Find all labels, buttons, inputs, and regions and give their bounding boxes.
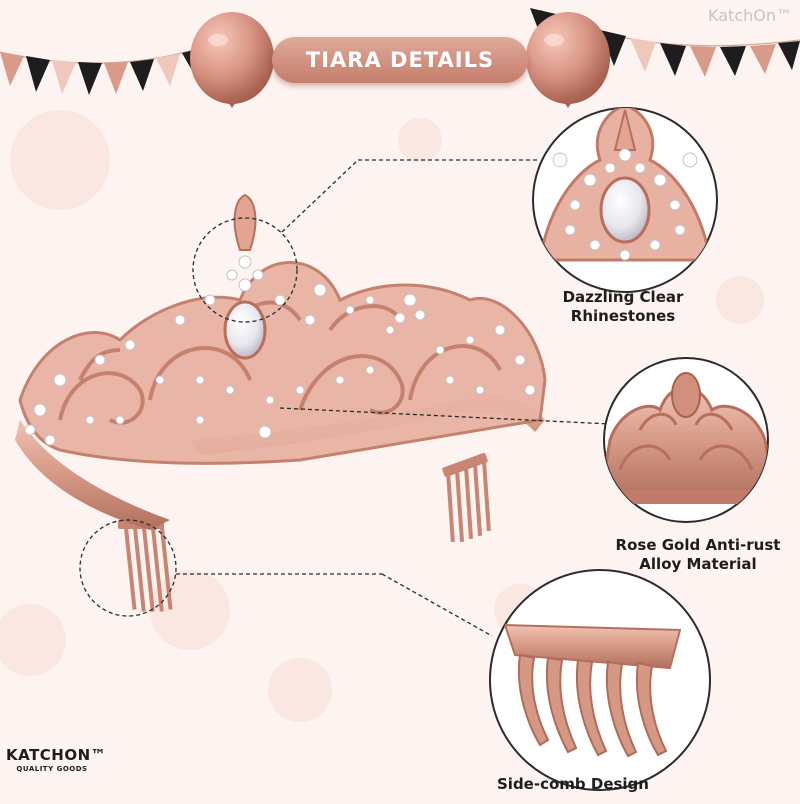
brand-logo: KATCHON™ QUALITY GOODS xyxy=(6,746,107,773)
page-title: TIARA DETAILS xyxy=(272,37,528,83)
feature-label-alloy: Rose Gold Anti-rust Alloy Material xyxy=(608,536,788,574)
feature-line: Alloy Material xyxy=(639,555,757,573)
tiara-illustration xyxy=(15,193,547,612)
side-comb-left xyxy=(118,520,173,612)
brand-tagline: QUALITY GOODS xyxy=(16,765,88,773)
feature-line: Rhinestones xyxy=(570,307,676,325)
zoom-circle-rhinestones xyxy=(532,107,718,293)
balloon-icon xyxy=(190,12,274,108)
callout-lines xyxy=(79,159,611,637)
brand-watermark: KatchOn™ xyxy=(708,6,792,25)
zoom-circle-comb xyxy=(489,569,711,791)
feature-line: Dazzling Clear xyxy=(562,288,684,306)
side-comb-right xyxy=(442,452,491,542)
balloon-icon xyxy=(526,12,610,108)
brand-name: KATCHON™ xyxy=(6,746,107,764)
feature-label-rhinestones: Dazzling Clear Rhinestones xyxy=(548,288,698,326)
feature-label-side-comb: Side-comb Design xyxy=(488,775,658,794)
zoom-circle-alloy xyxy=(603,357,769,523)
feature-line: Rose Gold Anti-rust xyxy=(615,536,781,554)
feature-line: Side-comb Design xyxy=(497,775,649,793)
